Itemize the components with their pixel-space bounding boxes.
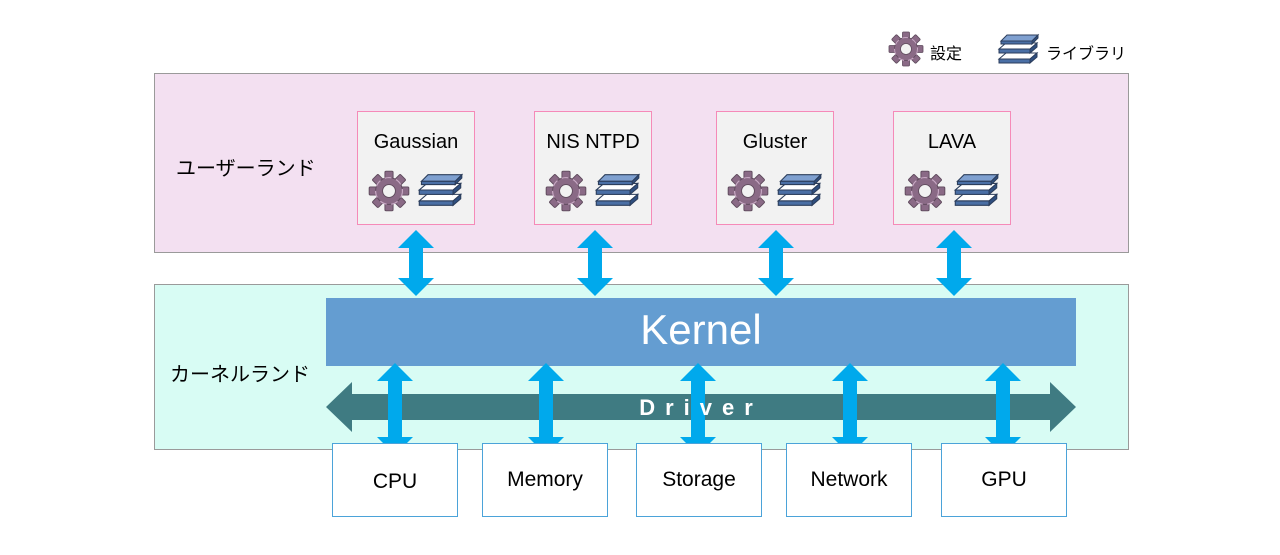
connector-arrow — [528, 363, 564, 455]
app-name: Gaussian — [373, 131, 459, 153]
hardware-label: Storage — [662, 468, 736, 491]
hardware-label: Network — [810, 468, 888, 491]
userland-kernel-connectors — [398, 230, 972, 296]
app-name: NIS NTPD — [546, 131, 640, 153]
hardware-label: GPU — [981, 468, 1027, 491]
hardware-box-memory: Memory — [482, 443, 608, 517]
app-box-lava: LAVA — [893, 111, 1011, 225]
connector-arrow — [377, 363, 413, 455]
hardware-label: CPU — [372, 470, 418, 493]
legend-library-label: ライブラリ — [1046, 45, 1127, 63]
kernelland-label: カーネルランド — [170, 364, 310, 386]
app-box-nis-ntpd: NIS NTPD — [534, 111, 652, 225]
kernel-bar: Kernel — [326, 298, 1076, 366]
hardware-box-storage: Storage — [636, 443, 762, 517]
kernel-hardware-connectors — [377, 363, 1021, 455]
connector-arrow — [758, 230, 794, 296]
app-name: LAVA — [927, 131, 977, 153]
connector-arrow — [398, 230, 434, 296]
app-name: Gluster — [742, 131, 808, 153]
app-box-gluster: Gluster — [716, 111, 834, 225]
connector-arrow — [985, 363, 1021, 455]
userland-label: ユーザーランド — [176, 158, 316, 180]
app-box-gaussian: Gaussian — [357, 111, 475, 225]
legend-settings: 設定 — [888, 31, 962, 72]
hardware-label: Memory — [507, 468, 583, 491]
hardware-box-cpu: CPU — [332, 443, 458, 517]
driver-label: Driver — [639, 395, 763, 420]
legend-library: ライブラリ — [996, 31, 1126, 72]
kernel-label: Kernel — [640, 306, 762, 353]
connector-arrow — [680, 363, 716, 455]
hardware-box-network: Network — [786, 443, 912, 517]
hardware-box-gpu: GPU — [941, 443, 1067, 517]
legend-settings-label: 設定 — [930, 45, 963, 63]
connector-arrow — [577, 230, 613, 296]
connector-arrow — [936, 230, 972, 296]
connector-arrow — [832, 363, 868, 455]
